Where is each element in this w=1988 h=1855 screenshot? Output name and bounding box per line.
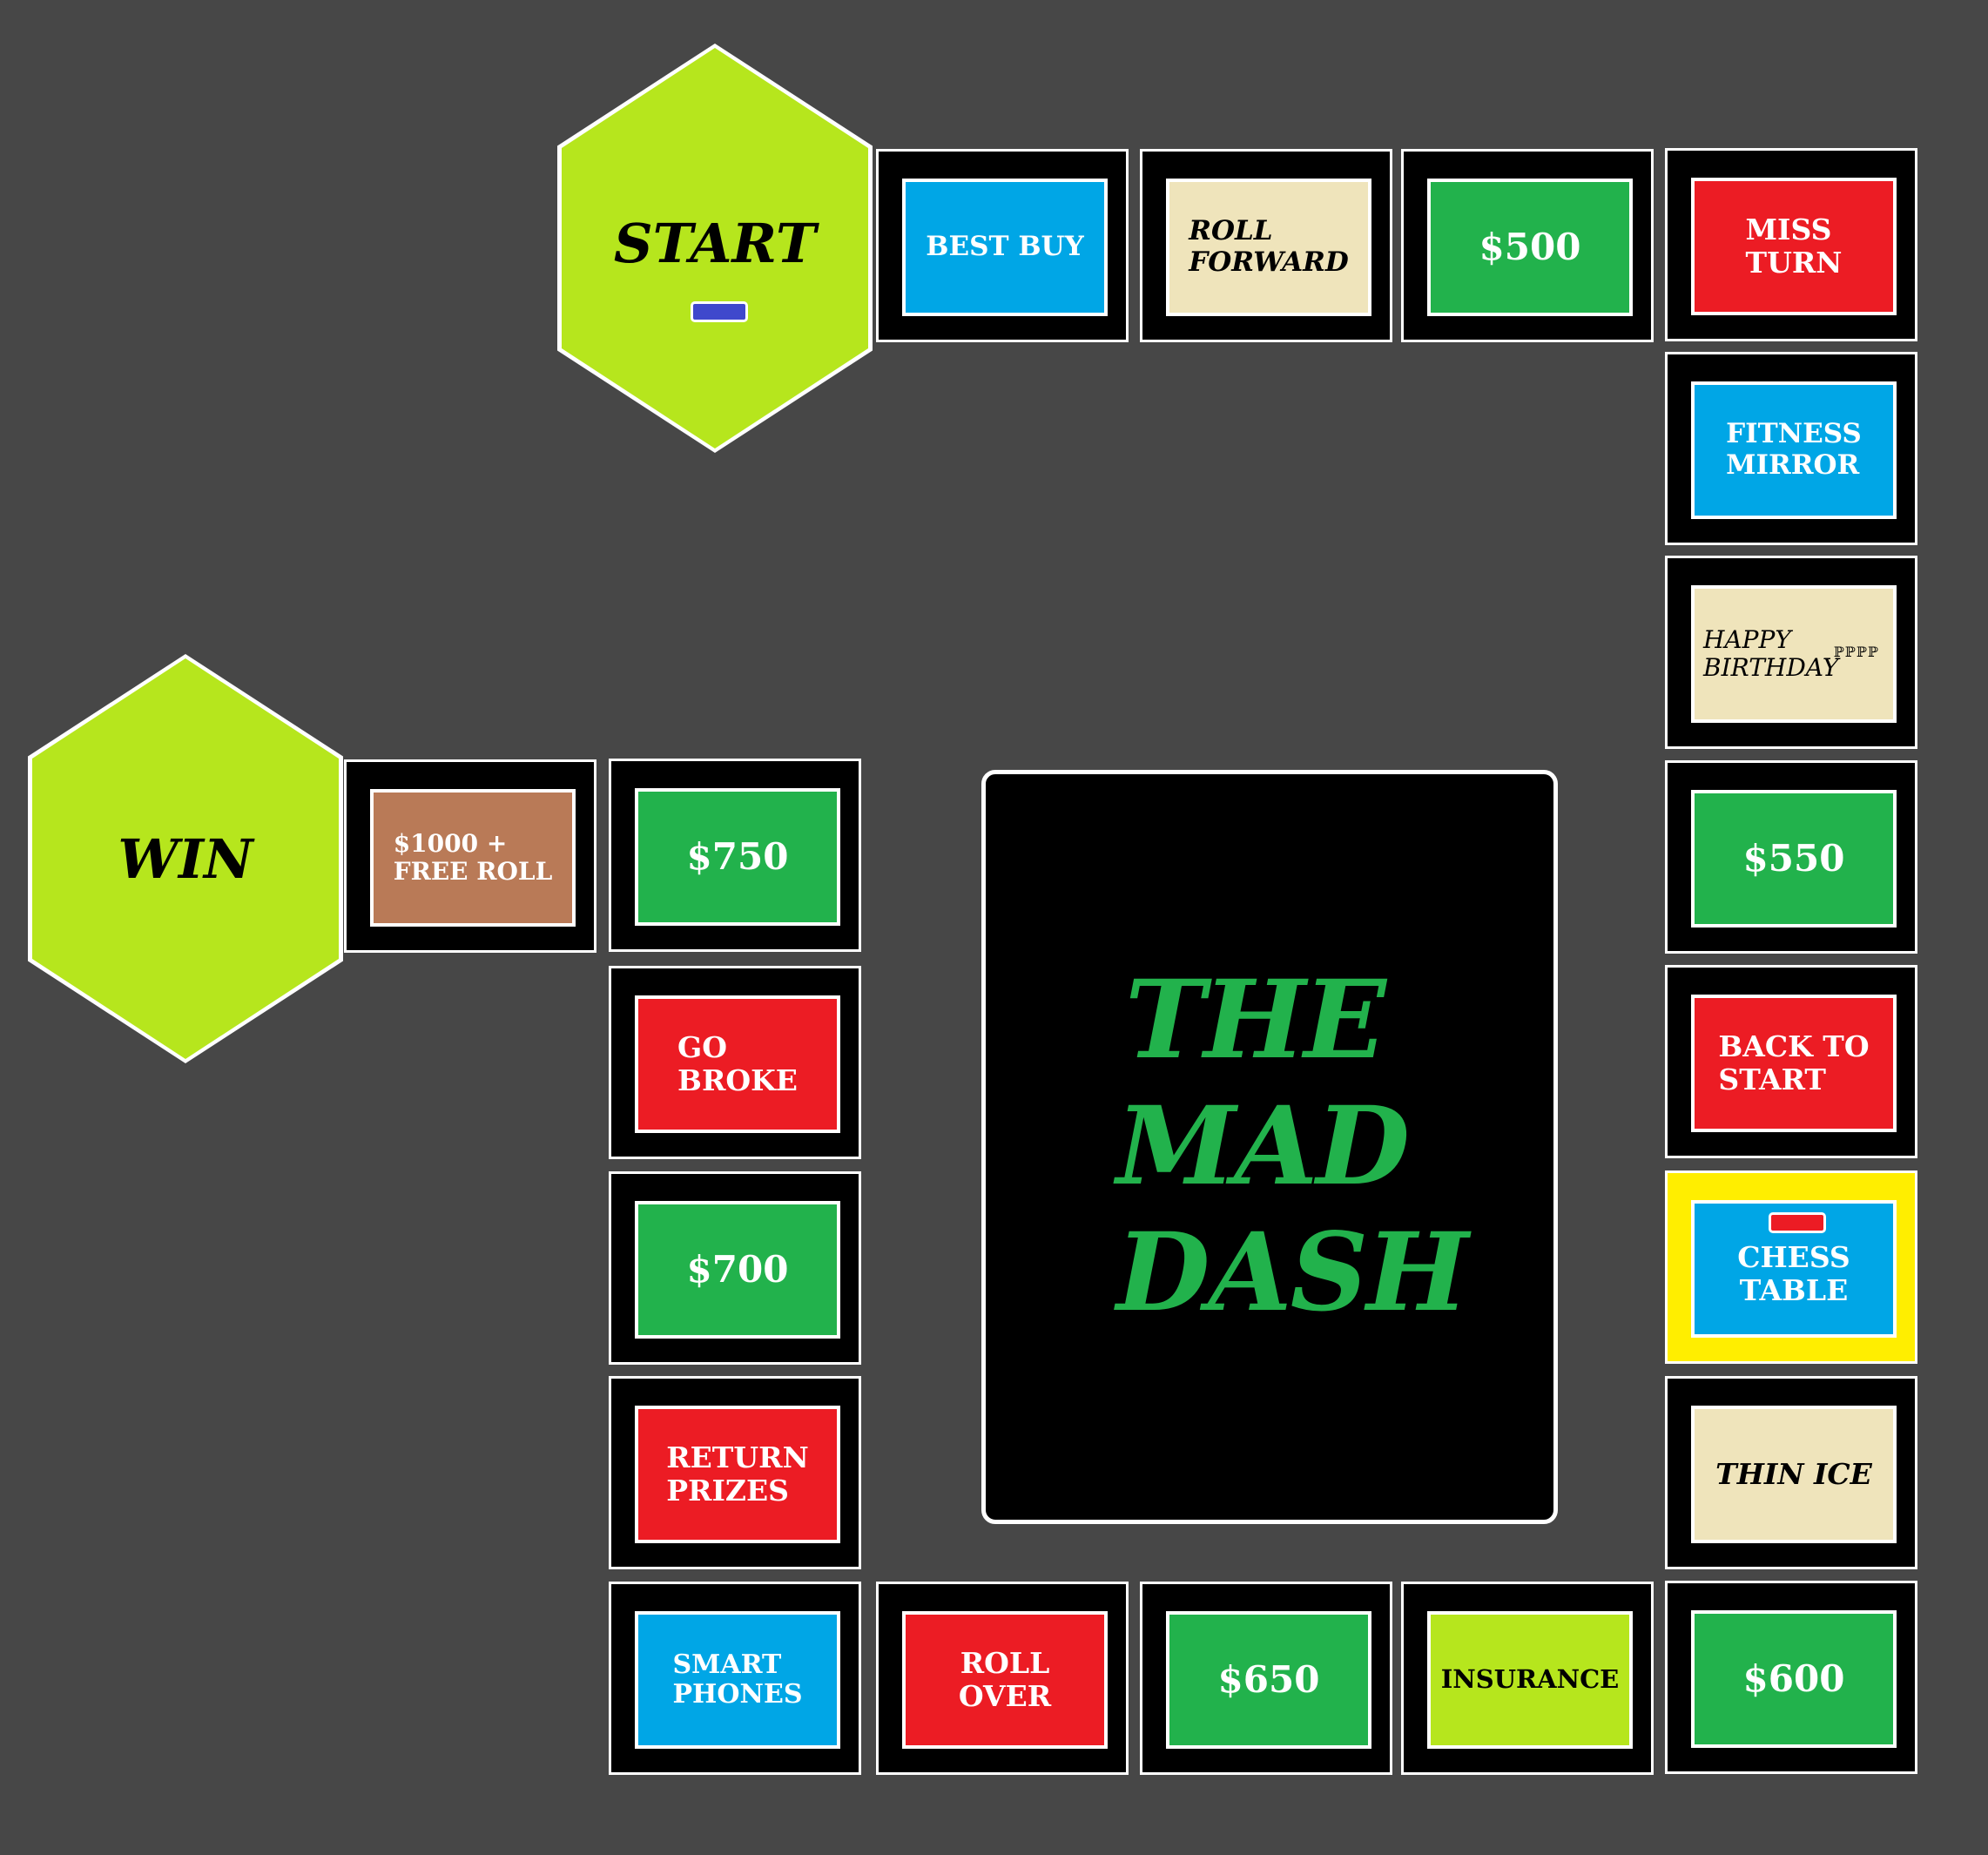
space-600[interactable]: $600	[1665, 1581, 1917, 1774]
title-line-the: THE	[1125, 957, 1386, 1083]
game-title-card: THE MAD DASH	[981, 770, 1558, 1524]
space-750[interactable]: $750	[609, 759, 861, 952]
space-return-prizes-label: RETURN PRIZES	[666, 1440, 809, 1508]
space-roll-forward-card: ROLL FORWARD	[1166, 179, 1371, 316]
win-label: WIN	[118, 826, 253, 891]
space-500[interactable]: $500	[1401, 149, 1654, 342]
space-roll-over[interactable]: ROLL OVER	[876, 1582, 1129, 1775]
space-roll-over-card: ROLL OVER	[902, 1611, 1108, 1749]
space-650-label: $650	[1217, 1657, 1320, 1701]
space-600-card: $600	[1691, 1610, 1897, 1748]
space-back-to-start[interactable]: BACK TO START	[1665, 965, 1917, 1158]
space-back-to-start-card: BACK TO START	[1691, 995, 1897, 1132]
space-insurance-label: INSURANCE	[1440, 1664, 1620, 1695]
space-roll-over-label: ROLL OVER	[958, 1646, 1052, 1713]
space-550-label: $550	[1742, 836, 1845, 880]
space-500-card: $500	[1427, 179, 1633, 316]
space-roll-forward-label: ROLL FORWARD	[1189, 215, 1349, 278]
space-thin-ice[interactable]: THIN ICE	[1665, 1376, 1917, 1569]
space-500-label: $500	[1479, 225, 1581, 268]
space-750-label: $750	[686, 834, 789, 878]
birthday-candles-icon: ℙℙℙℙ	[1833, 644, 1879, 660]
space-700-label: $700	[686, 1247, 789, 1291]
space-550-card: $550	[1691, 790, 1897, 928]
space-1000-free-roll-label: $1000 + FREE ROLL	[393, 828, 553, 886]
space-fitness-mirror-label: FITNESS MIRROR	[1726, 418, 1862, 481]
space-chess-table-label: CHESS TABLE	[1737, 1240, 1850, 1307]
space-650-card: $650	[1166, 1611, 1371, 1749]
space-insurance[interactable]: INSURANCE	[1401, 1582, 1654, 1775]
red-player-token[interactable]	[1769, 1212, 1826, 1233]
space-700-card: $700	[635, 1201, 840, 1339]
space-go-broke-label: GO BROKE	[677, 1030, 798, 1097]
space-smart-phones[interactable]: SMART PHONES	[609, 1582, 861, 1775]
space-smart-phones-label: SMART PHONES	[672, 1649, 803, 1710]
space-best-buy-label: BEST BUY	[926, 231, 1084, 263]
title-line-dash: DASH	[1116, 1210, 1468, 1336]
space-miss-turn-label: MISS TURN	[1745, 212, 1843, 280]
space-1000-free-roll-card: $1000 + FREE ROLL	[370, 789, 576, 927]
space-700[interactable]: $700	[609, 1171, 861, 1365]
space-miss-turn-card: MISS TURN	[1691, 178, 1897, 315]
title-line-mad: MAD	[1116, 1083, 1410, 1210]
space-thin-ice-card: THIN ICE	[1691, 1406, 1897, 1543]
space-550[interactable]: $550	[1665, 760, 1917, 954]
space-750-card: $750	[635, 788, 840, 926]
space-insurance-card: INSURANCE	[1427, 1611, 1633, 1749]
space-back-to-start-label: BACK TO START	[1718, 1029, 1870, 1096]
blue-player-token[interactable]	[691, 301, 748, 322]
space-happy-birthday[interactable]: HAPPY BIRTHDAY ℙℙℙℙ	[1665, 556, 1917, 749]
space-thin-ice-label: THIN ICE	[1715, 1457, 1872, 1492]
space-best-buy-card: BEST BUY	[902, 179, 1108, 316]
space-650[interactable]: $650	[1140, 1582, 1392, 1775]
win-space[interactable]: WIN	[28, 654, 343, 1063]
space-happy-birthday-card: HAPPY BIRTHDAY ℙℙℙℙ	[1691, 585, 1897, 723]
space-happy-birthday-label: HAPPY BIRTHDAY	[1703, 624, 1839, 682]
start-label: START	[613, 211, 817, 275]
space-600-label: $600	[1742, 1656, 1845, 1700]
space-fitness-mirror-card: FITNESS MIRROR	[1691, 381, 1897, 519]
space-go-broke-card: GO BROKE	[635, 995, 840, 1133]
space-return-prizes[interactable]: RETURN PRIZES	[609, 1376, 861, 1569]
space-1000-free-roll[interactable]: $1000 + FREE ROLL	[344, 759, 596, 953]
space-fitness-mirror[interactable]: FITNESS MIRROR	[1665, 352, 1917, 545]
space-smart-phones-card: SMART PHONES	[635, 1611, 840, 1749]
space-chess-table[interactable]: CHESS TABLE	[1665, 1170, 1917, 1364]
space-go-broke[interactable]: GO BROKE	[609, 966, 861, 1159]
space-best-buy[interactable]: BEST BUY	[876, 149, 1129, 342]
start-space[interactable]: START	[557, 44, 873, 453]
space-miss-turn[interactable]: MISS TURN	[1665, 148, 1917, 341]
space-roll-forward[interactable]: ROLL FORWARD	[1140, 149, 1392, 342]
space-return-prizes-card: RETURN PRIZES	[635, 1406, 840, 1543]
